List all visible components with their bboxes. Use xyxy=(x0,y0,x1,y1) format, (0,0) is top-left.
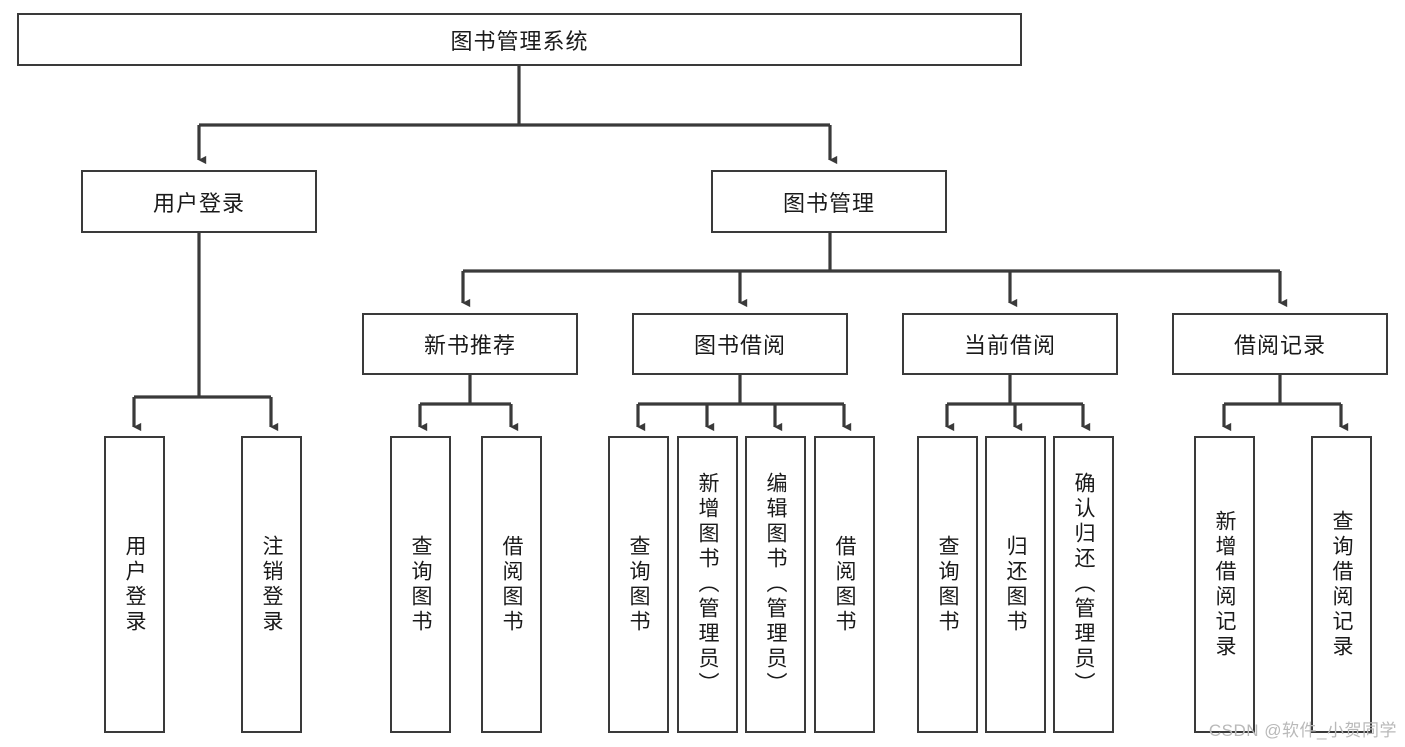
node-leaf-query-book-3-label: 查询图书 xyxy=(936,534,959,635)
node-leaf-edit-book[interactable]: 编辑图书（管理员） xyxy=(745,436,806,733)
node-leaf-confirm-return[interactable]: 确认归还（管理员） xyxy=(1053,436,1114,733)
node-leaf-query-record[interactable]: 查询借阅记录 xyxy=(1311,436,1372,733)
node-book-borrow-label: 图书借阅 xyxy=(693,333,786,358)
node-current-borrow-label: 当前借阅 xyxy=(963,333,1056,358)
node-new-book-recommend[interactable]: 新书推荐 xyxy=(362,313,578,375)
node-new-book-recommend-label: 新书推荐 xyxy=(423,333,516,358)
node-user-login-label: 用户登录 xyxy=(152,190,245,216)
node-root-label: 图书管理系统 xyxy=(450,28,589,54)
node-leaf-borrow-book-2-label: 借阅图书 xyxy=(833,534,856,635)
node-book-management-label: 图书管理 xyxy=(782,190,875,216)
node-borrow-record-label: 借阅记录 xyxy=(1233,333,1326,358)
node-leaf-query-book-1-label: 查询图书 xyxy=(409,534,432,635)
node-leaf-borrow-book-1-label: 借阅图书 xyxy=(500,534,523,635)
node-leaf-borrow-book-1[interactable]: 借阅图书 xyxy=(481,436,542,733)
node-leaf-edit-book-label: 编辑图书（管理员） xyxy=(764,472,787,697)
node-leaf-add-book-label: 新增图书（管理员） xyxy=(696,472,719,697)
node-leaf-return-book[interactable]: 归还图书 xyxy=(985,436,1046,733)
node-leaf-add-record-label: 新增借阅记录 xyxy=(1213,509,1236,660)
node-leaf-query-book-2-label: 查询图书 xyxy=(627,534,650,635)
node-leaf-user-login[interactable]: 用户登录 xyxy=(104,436,165,733)
node-leaf-query-book-2[interactable]: 查询图书 xyxy=(608,436,669,733)
node-leaf-add-record[interactable]: 新增借阅记录 xyxy=(1194,436,1255,733)
node-leaf-query-book-1[interactable]: 查询图书 xyxy=(390,436,451,733)
node-leaf-return-book-label: 归还图书 xyxy=(1004,534,1027,635)
node-leaf-add-book[interactable]: 新增图书（管理员） xyxy=(677,436,738,733)
node-leaf-user-login-label: 用户登录 xyxy=(123,534,146,635)
node-leaf-borrow-book-2[interactable]: 借阅图书 xyxy=(814,436,875,733)
node-leaf-query-record-label: 查询借阅记录 xyxy=(1330,509,1353,660)
node-leaf-logout-login[interactable]: 注销登录 xyxy=(241,436,302,733)
node-book-management[interactable]: 图书管理 xyxy=(711,170,947,233)
node-user-login[interactable]: 用户登录 xyxy=(81,170,317,233)
node-leaf-logout-login-label: 注销登录 xyxy=(260,534,283,635)
node-borrow-record[interactable]: 借阅记录 xyxy=(1172,313,1388,375)
node-current-borrow[interactable]: 当前借阅 xyxy=(902,313,1118,375)
node-root[interactable]: 图书管理系统 xyxy=(17,13,1022,66)
node-leaf-query-book-3[interactable]: 查询图书 xyxy=(917,436,978,733)
node-leaf-confirm-return-label: 确认归还（管理员） xyxy=(1072,472,1095,697)
node-book-borrow[interactable]: 图书借阅 xyxy=(632,313,848,375)
watermark: CSDN @软件_小贺同学 xyxy=(1208,721,1397,740)
